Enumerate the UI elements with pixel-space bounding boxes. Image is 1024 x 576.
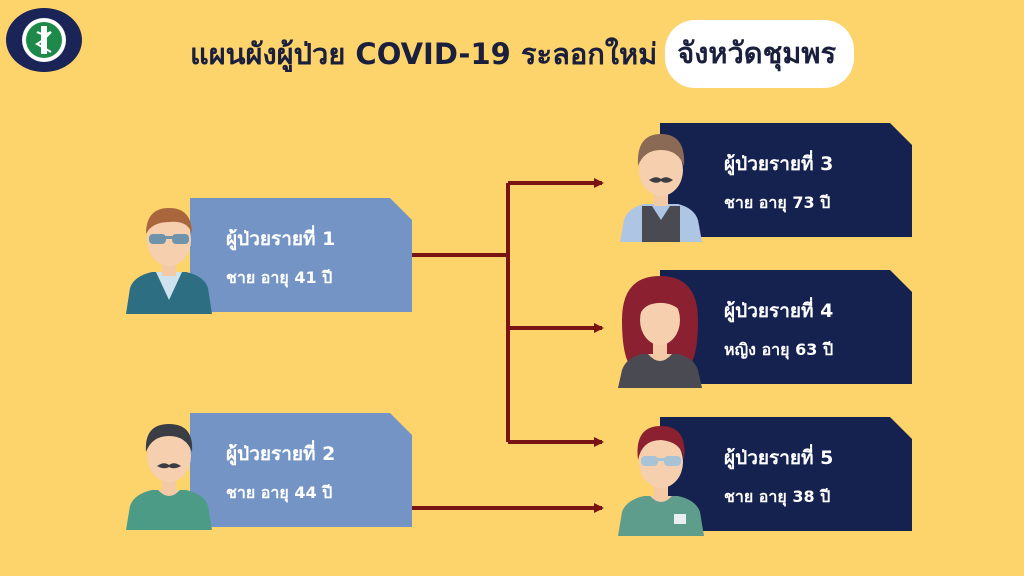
patient-card-3: ผู้ป่วยรายที่ 3 ชาย อายุ 73 ปี (660, 123, 912, 237)
ministry-logo-icon (6, 8, 82, 72)
patient-info: ชาย อายุ 41 ปี (226, 268, 333, 287)
patient-card-1: ผู้ป่วยรายที่ 1 ชาย อายุ 41 ปี (190, 198, 412, 312)
man-sunglasses-avatar-icon (126, 208, 212, 314)
woman-avatar-icon (618, 276, 702, 388)
patient-info: หญิง อายุ 63 ปี (724, 340, 834, 359)
page-title: แผนผังผู้ป่วย COVID-19 ระลอกใหม่ (190, 37, 658, 71)
province-highlight: จังหวัดชุมพร (665, 20, 855, 88)
patient-info: ชาย อายุ 73 ปี (724, 193, 831, 212)
elderly-man-avatar-icon (620, 134, 702, 242)
man-mustache-avatar-icon (126, 424, 212, 530)
patient-name: ผู้ป่วยรายที่ 5 (724, 447, 834, 469)
title-row: แผนผังผู้ป่วย COVID-19 ระลอกใหม่ จังหวัด… (190, 20, 855, 88)
patient-info: ชาย อายุ 38 ปี (724, 487, 831, 506)
patient-card-2: ผู้ป่วยรายที่ 2 ชาย อายุ 44 ปี (190, 413, 412, 527)
patient-name: ผู้ป่วยรายที่ 2 (226, 443, 336, 465)
patient-card-5: ผู้ป่วยรายที่ 5 ชาย อายุ 38 ปี (660, 417, 912, 531)
patient-info: ชาย อายุ 44 ปี (226, 483, 333, 502)
young-man-glasses-avatar-icon (618, 426, 704, 536)
patient-name: ผู้ป่วยรายที่ 4 (724, 300, 834, 322)
patient-card-4: ผู้ป่วยรายที่ 4 หญิง อายุ 63 ปี (660, 270, 912, 384)
patient-name: ผู้ป่วยรายที่ 1 (226, 228, 336, 250)
patient-name: ผู้ป่วยรายที่ 3 (724, 153, 834, 175)
